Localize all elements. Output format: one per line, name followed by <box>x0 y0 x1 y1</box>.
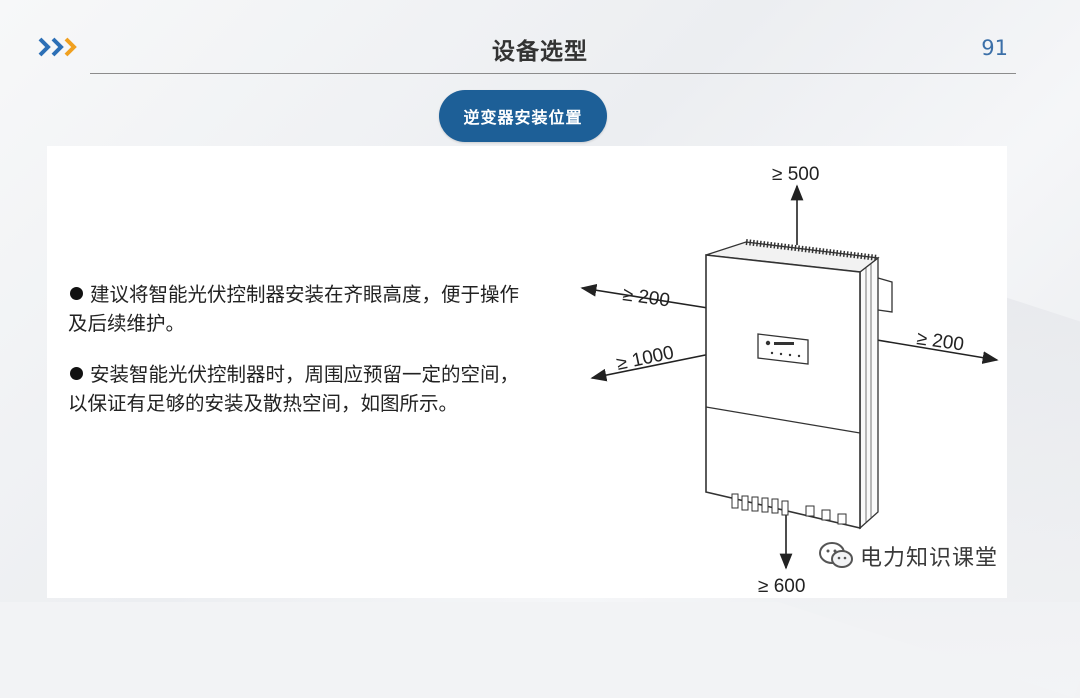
chevrons-icon <box>38 37 77 57</box>
bullet-text: 安装智能光伏控制器时，周围应预留一定的空间，以保证有足够的安装及散热空间，如图所… <box>68 363 520 415</box>
label-left: ≥ 200 <box>621 284 671 311</box>
bullet-text: 建议将智能光伏控制器安装在齐眼高度，便于操作及后续维护。 <box>68 283 520 335</box>
header-divider <box>90 73 1016 74</box>
arrow-right <box>864 337 999 364</box>
label-top: ≥ 500 <box>772 164 819 185</box>
arrow-left <box>580 283 709 309</box>
page-number: 91 <box>981 36 1008 60</box>
bullet-dot-icon <box>70 367 83 380</box>
label-bottom: ≥ 600 <box>758 576 805 597</box>
watermark: 电力知识课堂 <box>818 540 998 572</box>
section-pill: 逆变器安装位置 <box>439 90 607 142</box>
wechat-icon <box>819 542 853 568</box>
bullet-item: 建议将智能光伏控制器安装在齐眼高度，便于操作及后续维护。 <box>68 280 538 338</box>
page-title: 设备选型 <box>492 39 588 65</box>
inverter-clearance-diagram: ≥ 500 ≥ 200 ≥ 1000 ≥ 200 ≥ 600 <box>580 164 999 597</box>
inverter-device <box>705 239 893 530</box>
bullet-item: 安装智能光伏控制器时，周围应预留一定的空间，以保证有足够的安装及散热空间，如图所… <box>68 360 538 418</box>
watermark-text: 电力知识课堂 <box>860 546 999 571</box>
bullet-dot-icon <box>70 287 83 300</box>
label-front: ≥ 1000 <box>615 342 676 375</box>
bullet-list: 建议将智能光伏控制器安装在齐眼高度，便于操作及后续维护。 安装智能光伏控制器时，… <box>68 280 538 440</box>
label-right: ≥ 200 <box>915 328 965 355</box>
